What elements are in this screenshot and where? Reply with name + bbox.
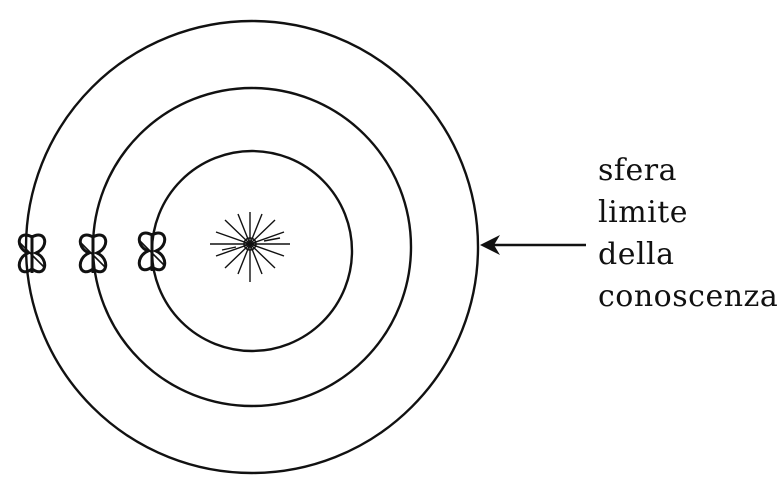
butterfly-icon: [19, 235, 44, 273]
label-line-1: sfera: [598, 150, 784, 192]
butterfly-icon: [80, 235, 105, 273]
sun-icon: [210, 212, 290, 282]
pointer-arrow-icon: [480, 235, 586, 255]
label-line-4: conoscenza: [598, 276, 784, 318]
label-line-2: limite: [598, 192, 784, 234]
butterfly-icon: [139, 233, 164, 271]
sphere-limit-label: sfera limite della conoscenza: [598, 150, 784, 318]
inner-sphere-circle: [152, 151, 352, 351]
label-line-3: della: [598, 234, 784, 276]
